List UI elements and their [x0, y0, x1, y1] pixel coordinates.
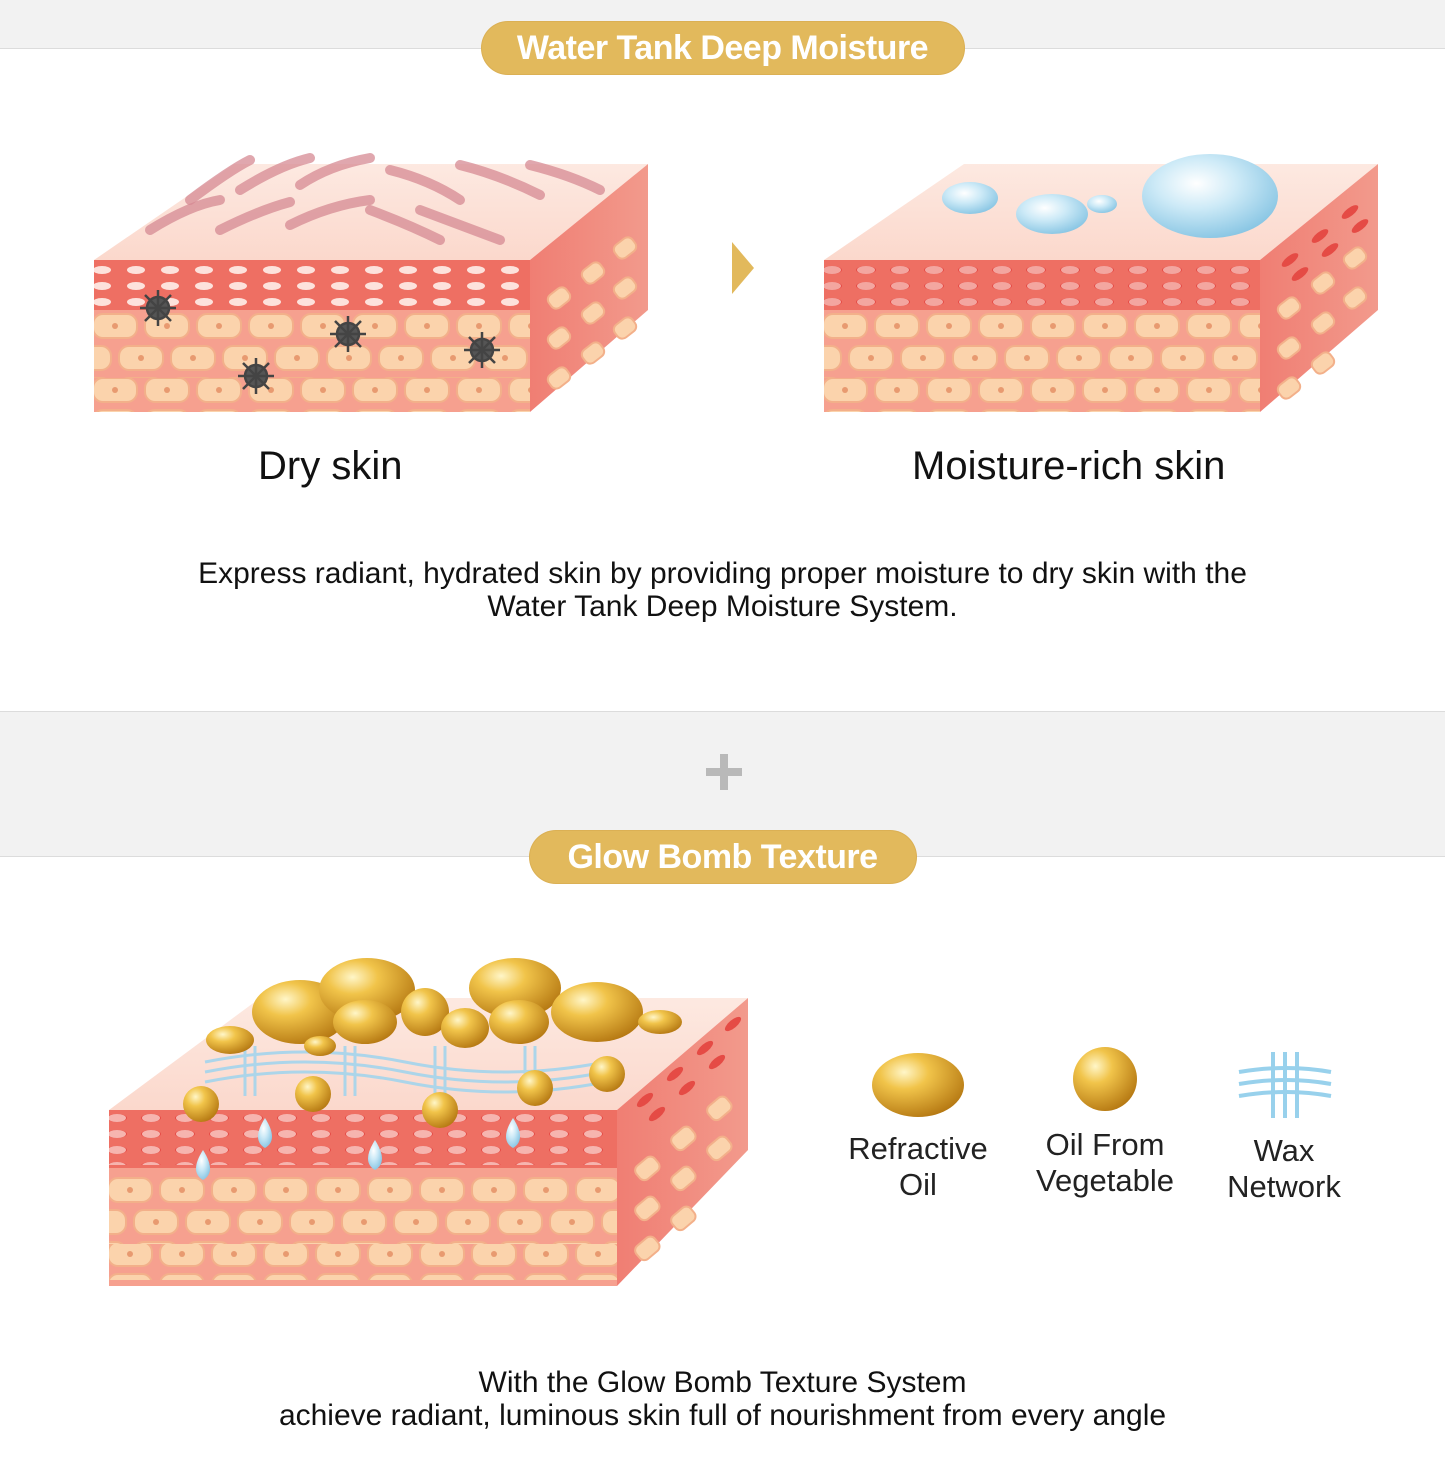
- arrow-right-icon: [732, 242, 754, 294]
- moisture-rich-skin-illustration: [824, 154, 1378, 412]
- glow-bomb-skin-illustration: [109, 958, 748, 1286]
- legend-refractive-oil: Refractive Oil: [848, 1131, 988, 1203]
- water-tank-description: Express radiant, hydrated skin by provid…: [0, 557, 1445, 623]
- glow-bomb-description: With the Glow Bomb Texture System achiev…: [0, 1366, 1445, 1432]
- dry-skin-caption: Dry skin: [258, 444, 403, 488]
- glow-bomb-description-line1: With the Glow Bomb Texture System: [478, 1366, 967, 1399]
- legend-wax-network: Wax Network: [1218, 1133, 1350, 1205]
- plus-icon: [706, 754, 742, 790]
- legend-oil-from-vegetable-line1: Oil From: [1045, 1127, 1165, 1162]
- wax-network-icon: [1238, 1052, 1332, 1118]
- water-tank-description-line2: Water Tank Deep Moisture System.: [487, 590, 958, 623]
- water-tank-badge: Water Tank Deep Moisture: [480, 21, 965, 75]
- oil-drop-icon: [1073, 1047, 1137, 1111]
- glow-bomb-description-line2: achieve radiant, luminous skin full of n…: [278, 1399, 1167, 1432]
- legend-oil-from-vegetable: Oil From Vegetable: [1030, 1127, 1180, 1199]
- legend-refractive-oil-line2: Oil: [899, 1167, 937, 1202]
- legend-oil-from-vegetable-line2: Vegetable: [1036, 1163, 1174, 1198]
- legend-wax-network-line2: Network: [1227, 1169, 1341, 1204]
- legend-wax-network-line1: Wax: [1253, 1133, 1315, 1168]
- dry-skin-illustration: [94, 153, 648, 412]
- water-tank-description-line1: Express radiant, hydrated skin by provid…: [198, 557, 1247, 590]
- moisture-rich-skin-caption: Moisture-rich skin: [912, 444, 1226, 488]
- oil-capsule-icon: [872, 1053, 964, 1117]
- glow-bomb-badge: Glow Bomb Texture: [528, 830, 917, 884]
- legend-refractive-oil-line1: Refractive: [848, 1131, 988, 1166]
